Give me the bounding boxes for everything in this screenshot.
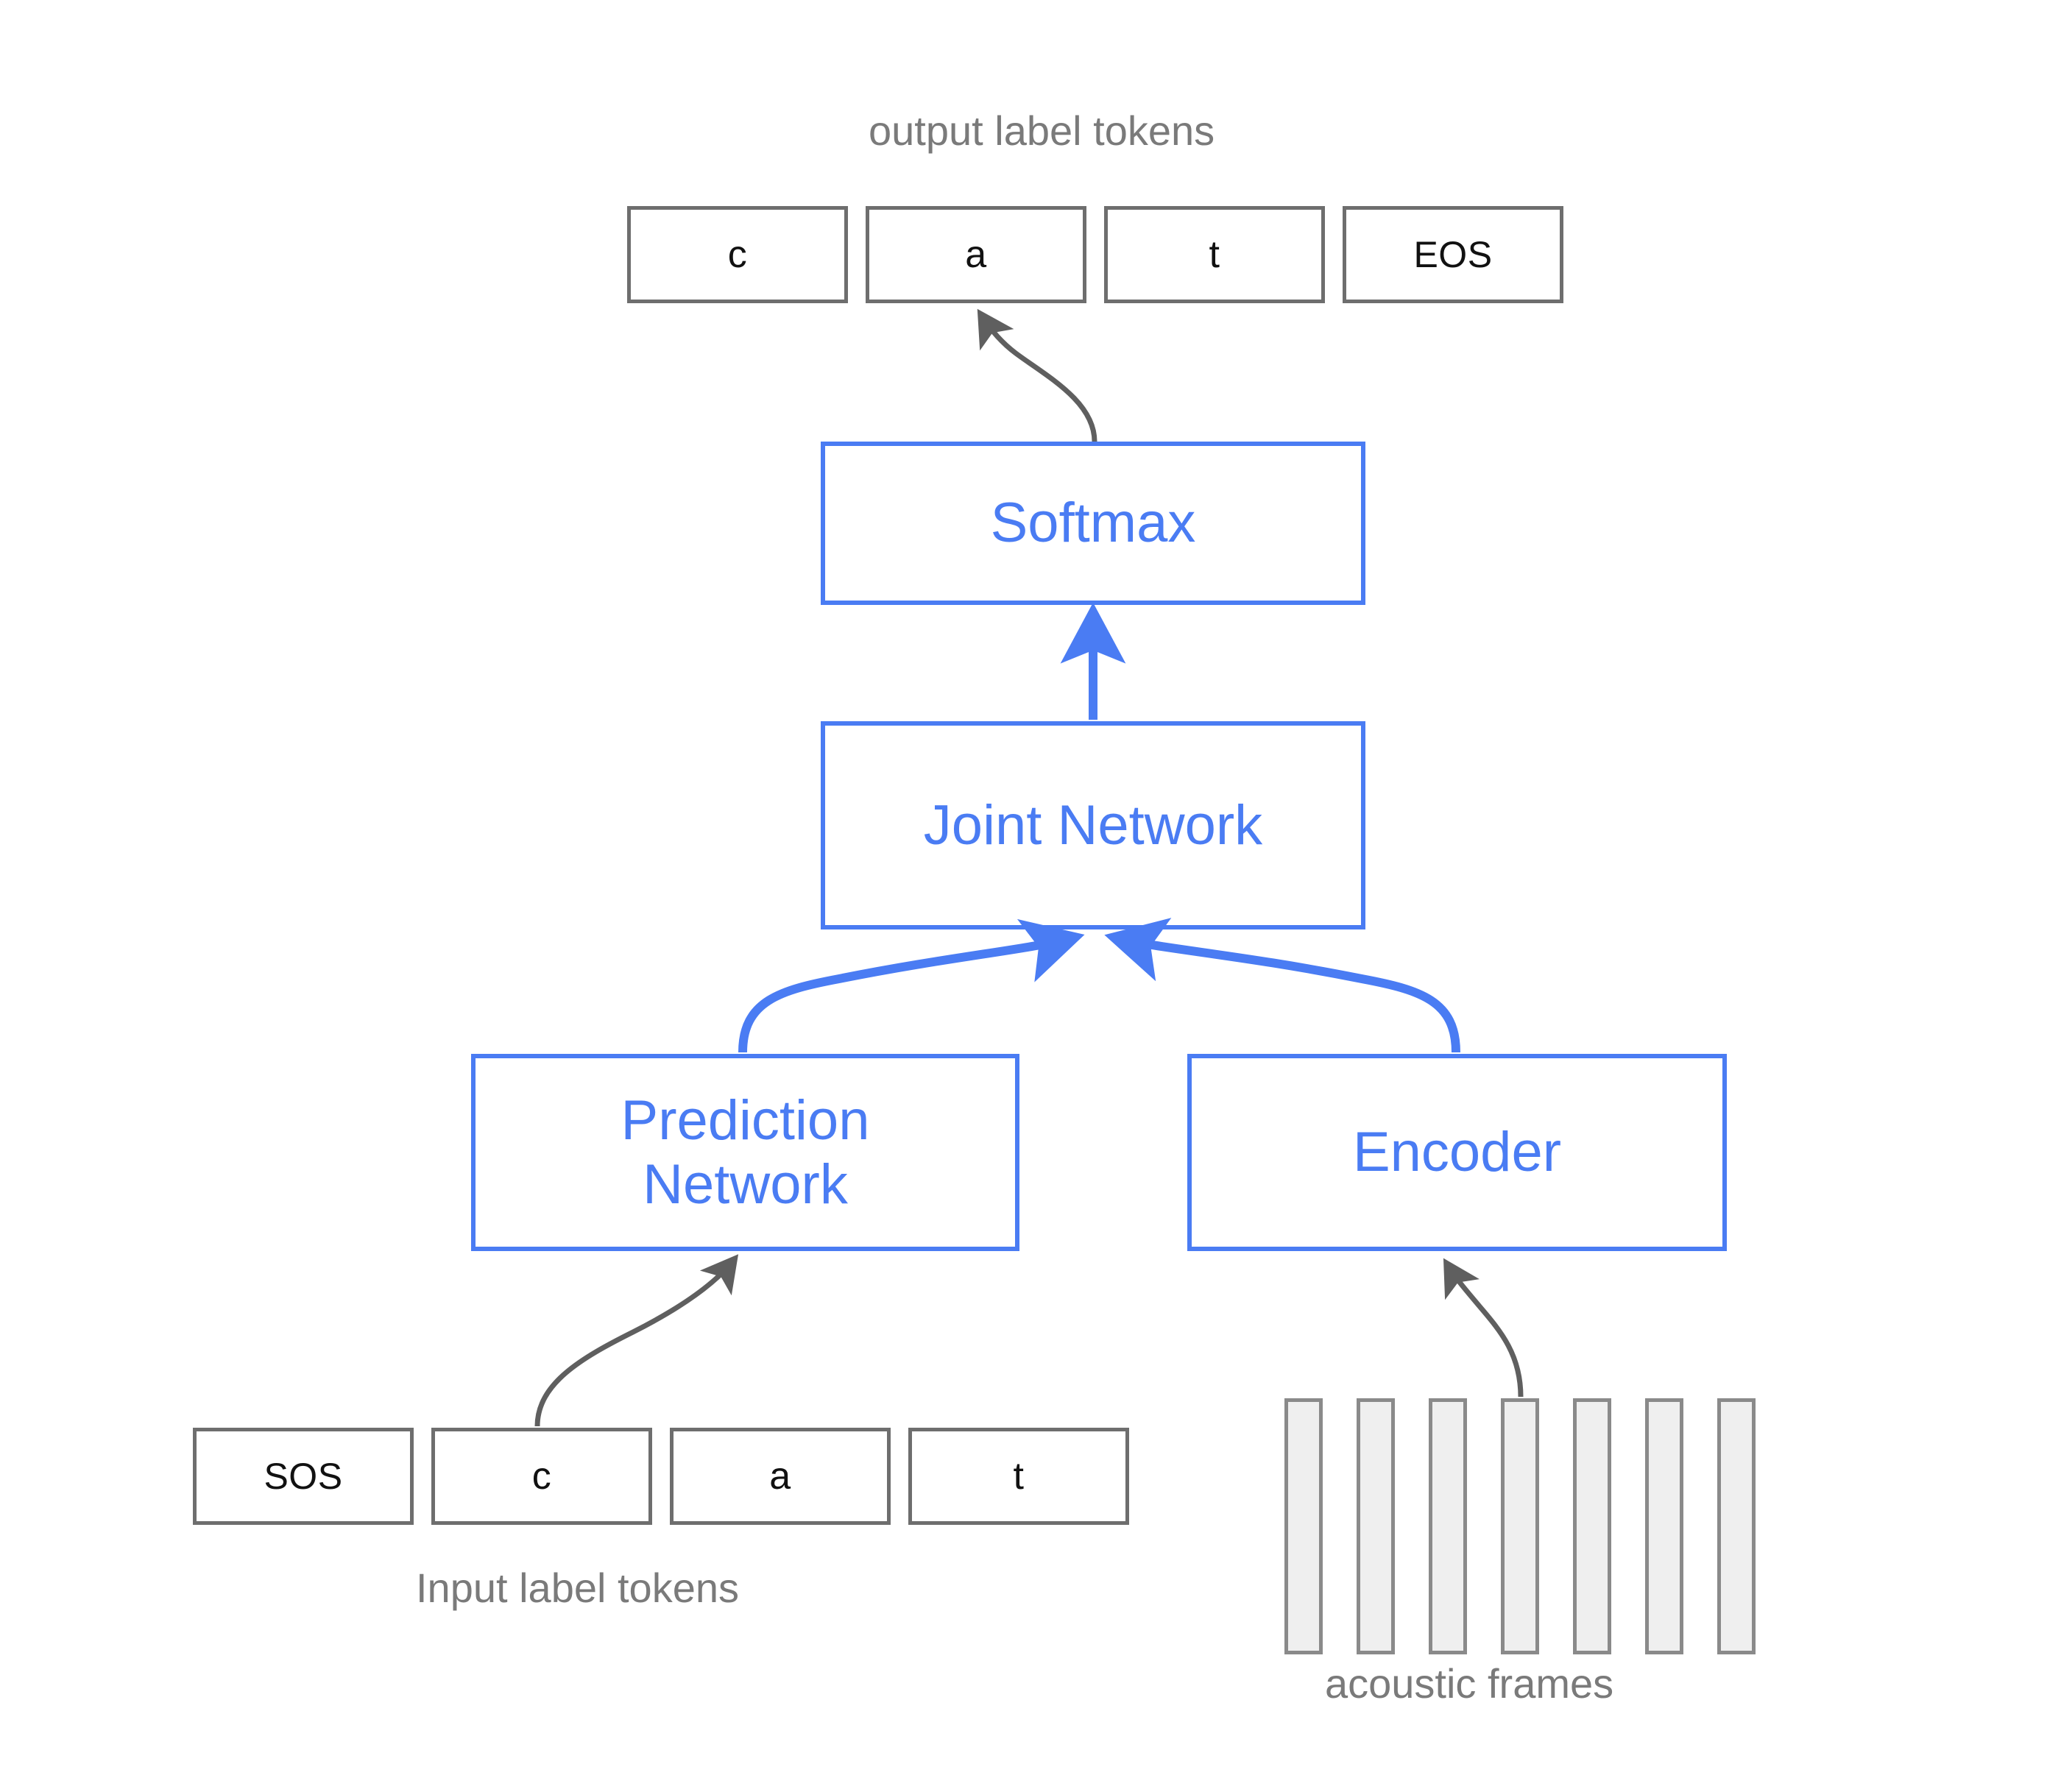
block-encoder-label: Encoder [1352,1121,1562,1184]
input-token-sos-label: SOS [264,1456,343,1497]
acoustic-frame-5[interactable] [1573,1398,1611,1654]
output-token-a[interactable]: a [866,206,1086,303]
output-token-eos[interactable]: EOS [1343,206,1563,303]
caption-output-label-tokens: output label tokens [869,107,1215,154]
acoustic-frame-4[interactable] [1501,1398,1539,1654]
acoustic-frame-1[interactable] [1284,1398,1323,1654]
output-token-c-label: c [727,233,748,276]
acoustic-frame-3[interactable] [1429,1398,1467,1654]
caption-input-label-tokens: Input label tokens [416,1565,739,1611]
input-token-a[interactable]: a [670,1428,891,1525]
acoustic-frame-6[interactable] [1645,1398,1683,1654]
input-token-a-label: a [769,1455,791,1498]
arrow-softmax-to-output-a [977,308,1097,442]
output-token-t[interactable]: t [1104,206,1325,303]
block-prediction-network-label-line1: Prediction [621,1088,870,1152]
acoustic-frame-7[interactable] [1717,1398,1756,1654]
input-token-t[interactable]: t [908,1428,1129,1525]
arrow-input-c-to-prediction [534,1254,739,1427]
acoustic-frame-2[interactable] [1357,1398,1395,1654]
block-joint-network-label: Joint Network [923,793,1263,857]
input-token-t-label: t [1013,1455,1025,1498]
caption-acoustic-frames: acoustic frames [1325,1660,1614,1707]
block-prediction-network[interactable]: Prediction Network [471,1054,1019,1251]
input-token-c-label: c [531,1455,552,1498]
arrow-prediction-to-joint [738,918,1085,1053]
block-joint-network[interactable]: Joint Network [821,721,1365,929]
block-encoder[interactable]: Encoder [1187,1054,1727,1251]
input-token-c[interactable]: c [431,1428,652,1525]
block-softmax[interactable]: Softmax [821,442,1365,605]
output-token-a-label: a [965,233,987,276]
block-prediction-network-label-line2: Network [643,1153,848,1216]
input-token-sos[interactable]: SOS [193,1428,414,1525]
output-token-c[interactable]: c [627,206,848,303]
output-token-t-label: t [1209,233,1220,276]
block-softmax-label: Softmax [990,492,1196,555]
arrow-frame4-to-encoder [1443,1258,1524,1398]
arrow-encoder-to-joint [1104,918,1460,1053]
output-token-eos-label: EOS [1413,234,1493,275]
